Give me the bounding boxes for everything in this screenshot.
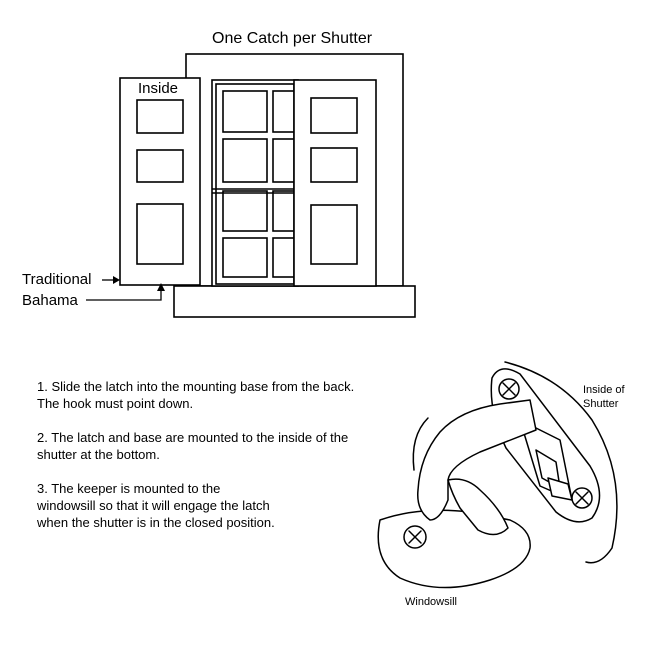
- window-sill: [173, 285, 416, 318]
- latch-illustration: [377, 361, 618, 589]
- traditional-label: Traditional: [22, 271, 92, 288]
- windowsill-label: Windowsill: [405, 596, 457, 608]
- instruction-step-2: 2. The latch and base are mounted to the…: [37, 430, 349, 462]
- instruction-step-3: 3. The keeper is mounted to the windowsi…: [37, 481, 275, 530]
- inside-label: Inside: [138, 80, 179, 97]
- instruction-step-1: 1. Slide the latch into the mounting bas…: [37, 379, 355, 411]
- diagram-title: One Catch per Shutter: [212, 30, 373, 47]
- bahama-arrow: [86, 289, 162, 301]
- bahama-label: Bahama: [22, 292, 78, 309]
- inside-of-shutter-label: Inside of Shutter: [583, 384, 625, 410]
- window-sash: [211, 79, 299, 287]
- right-shutter: [293, 79, 377, 287]
- instructions: 1. Slide the latch into the mounting bas…: [37, 378, 397, 548]
